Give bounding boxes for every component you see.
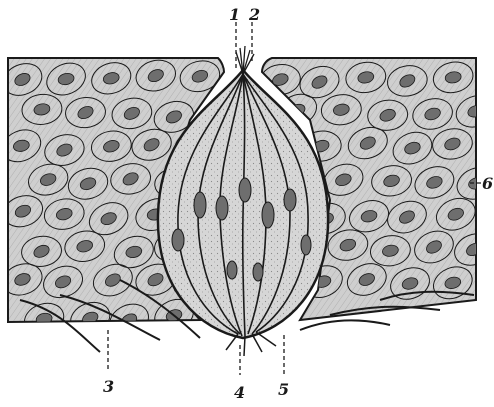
label-3: 3 (103, 377, 114, 396)
label-5: 5 (278, 380, 289, 399)
label-6: 6 (482, 174, 493, 193)
label-2: 2 (248, 5, 260, 24)
label-1: 1 (229, 5, 240, 24)
taste-hairs (236, 46, 254, 74)
label-4: 4 (234, 383, 245, 402)
